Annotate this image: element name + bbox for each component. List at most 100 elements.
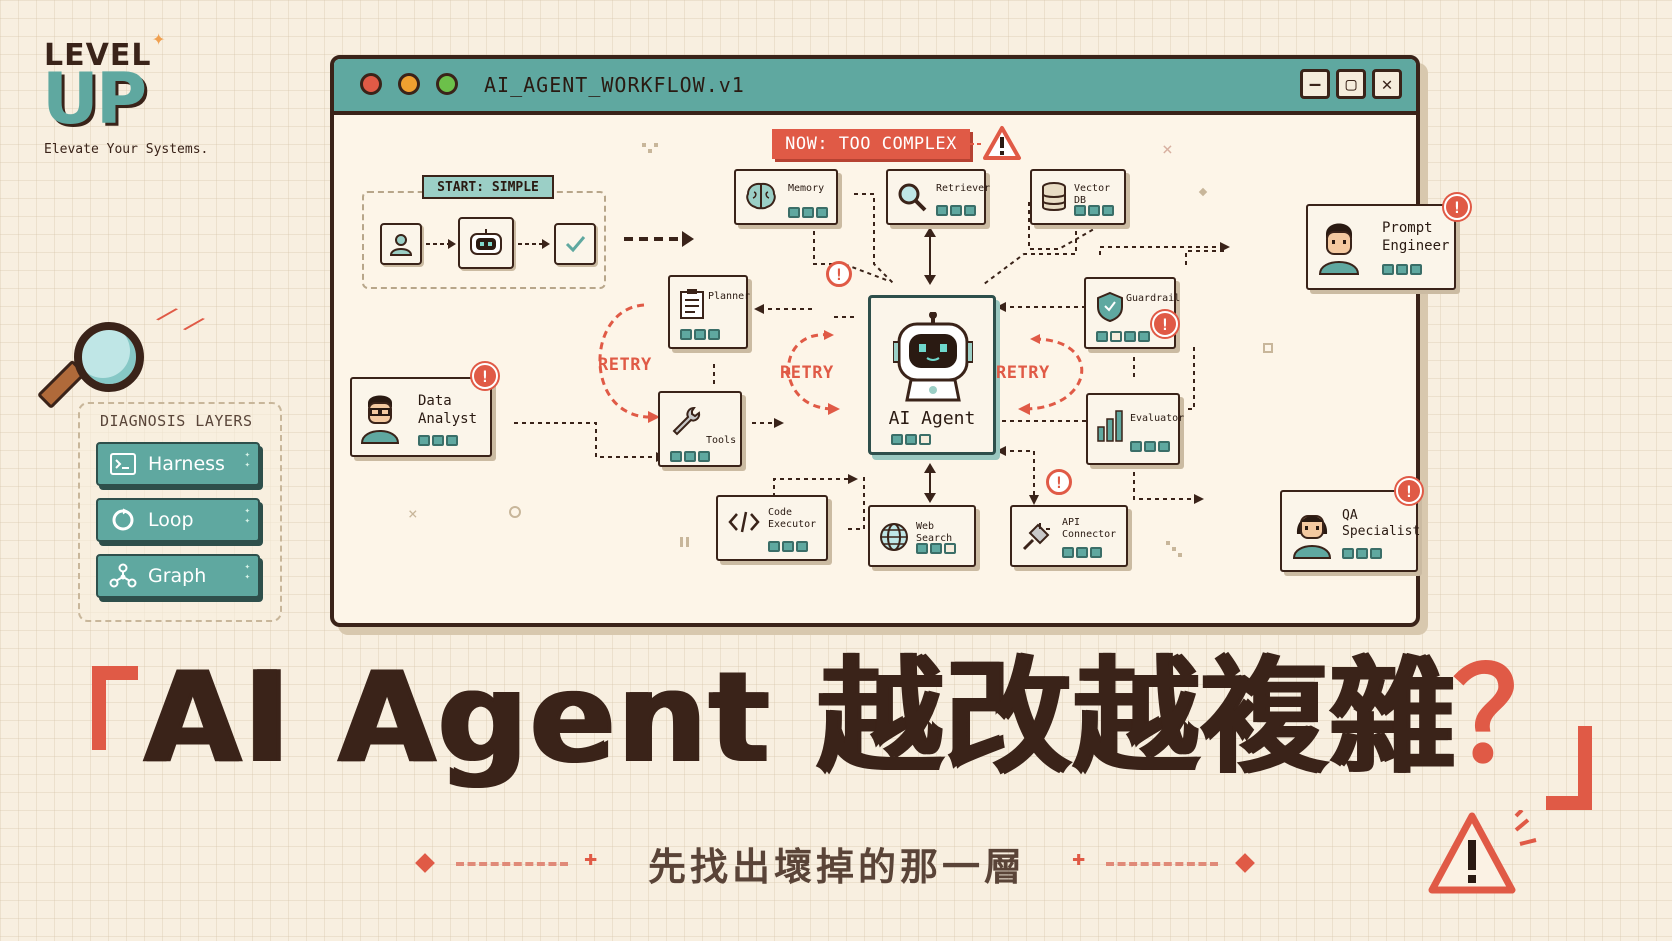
status-pips bbox=[680, 329, 720, 340]
bar-chart-icon bbox=[1096, 407, 1126, 447]
brain-icon bbox=[744, 181, 778, 215]
layer-button-loop[interactable]: Loop ✦✦ bbox=[96, 498, 260, 542]
terminal-icon bbox=[108, 450, 138, 478]
status-pips bbox=[788, 207, 828, 218]
diamond-icon bbox=[415, 853, 435, 873]
layer-label: Graph bbox=[148, 565, 207, 587]
node-label: Tools bbox=[706, 435, 737, 446]
svg-text:×: × bbox=[408, 504, 418, 523]
person-avatar-icon bbox=[360, 389, 400, 449]
search-icon bbox=[896, 181, 928, 217]
node-label-line1: API bbox=[1062, 517, 1081, 528]
layer-label: Harness bbox=[148, 453, 225, 475]
person-prompt-engineer[interactable]: Prompt Engineer bbox=[1306, 204, 1456, 290]
node-label-line2: Connector bbox=[1062, 529, 1117, 540]
person-label-line1: Prompt bbox=[1382, 220, 1433, 236]
sparkle-icon: ✦✦ bbox=[244, 562, 250, 582]
status-pips bbox=[1096, 331, 1150, 342]
checklist-icon bbox=[680, 289, 704, 323]
maximize-button[interactable]: ▢ bbox=[1336, 69, 1366, 99]
shield-icon bbox=[1096, 291, 1124, 327]
node-evaluator[interactable]: Evaluator bbox=[1086, 393, 1184, 465]
robot-icon bbox=[892, 311, 974, 406]
headline-question-mark: ？ bbox=[1452, 640, 1583, 792]
node-web-search[interactable]: Web Search bbox=[868, 505, 976, 567]
code-icon bbox=[728, 511, 760, 537]
user-icon bbox=[380, 223, 422, 265]
sparkle-icon: ✦✦ bbox=[244, 450, 250, 470]
node-label-line1: Code bbox=[768, 507, 793, 518]
person-avatar-icon bbox=[1318, 218, 1360, 280]
layer-button-harness[interactable]: Harness ✦✦ bbox=[96, 442, 260, 486]
retry-label: RETRY bbox=[598, 355, 652, 375]
status-pips bbox=[916, 543, 956, 554]
status-pips bbox=[1342, 548, 1382, 559]
sparkle-icon: ✚ bbox=[584, 846, 598, 871]
alert-badge: ! bbox=[1046, 469, 1072, 495]
diamond-icon bbox=[1235, 853, 1255, 873]
node-label: Planner bbox=[708, 291, 751, 302]
bracket-open-icon bbox=[92, 666, 138, 750]
status-pips bbox=[1062, 547, 1102, 558]
node-tools[interactable]: Tools bbox=[658, 391, 742, 467]
warning-icon bbox=[1424, 808, 1540, 904]
status-pips bbox=[936, 205, 976, 216]
graph-icon bbox=[108, 562, 138, 590]
sparkle-icon: ✦✦ bbox=[244, 506, 250, 526]
status-pips bbox=[891, 434, 931, 445]
node-vector-db[interactable]: Vector DB bbox=[1030, 169, 1126, 225]
node-code-executor[interactable]: Code Executor bbox=[716, 495, 828, 561]
node-label: Retriever bbox=[936, 183, 991, 194]
loop-icon bbox=[108, 506, 138, 534]
status-pips bbox=[1074, 205, 1114, 216]
bracket-close-icon bbox=[1546, 726, 1592, 810]
logo-level-text: LEVEL bbox=[44, 38, 152, 73]
close-button[interactable]: ✕ bbox=[1372, 69, 1402, 99]
dash-divider bbox=[456, 862, 568, 866]
diagnosis-title: DIAGNOSIS LAYERS bbox=[100, 412, 253, 430]
alert-badge: ! bbox=[826, 261, 852, 287]
plug-icon bbox=[1020, 521, 1052, 557]
agent-label: AI Agent bbox=[888, 408, 976, 429]
node-label: Memory bbox=[788, 183, 825, 194]
window-close-dot[interactable] bbox=[360, 73, 382, 95]
person-data-analyst[interactable]: Data Analyst bbox=[350, 377, 492, 457]
retry-label: RETRY bbox=[996, 363, 1050, 383]
node-retriever[interactable]: Retriever bbox=[886, 169, 990, 225]
retry-label: RETRY bbox=[780, 363, 834, 383]
warning-icon bbox=[982, 125, 1022, 165]
alert-badge: ! bbox=[1396, 478, 1422, 504]
layer-button-graph[interactable]: Graph ✦✦ bbox=[96, 554, 260, 598]
headline-subtitle: 先找出壞掉的那一層 bbox=[648, 845, 1027, 889]
sparkle-icon: ✚ bbox=[1072, 846, 1086, 871]
node-planner[interactable]: Planner bbox=[668, 275, 751, 349]
magnifier-icon bbox=[74, 322, 144, 392]
alert-rays-icon: ⟋ ⟋ bbox=[155, 301, 205, 340]
node-ai-agent[interactable]: AI Agent bbox=[868, 295, 996, 455]
now-too-complex-label: NOW: TOO COMPLEX bbox=[772, 129, 970, 159]
window-zoom-dot[interactable] bbox=[436, 73, 458, 95]
node-label-line2: Executor bbox=[768, 519, 817, 530]
node-memory[interactable]: Memory bbox=[734, 169, 838, 225]
person-label-line2: Analyst bbox=[418, 411, 478, 427]
workflow-window: AI_AGENT_WORKFLOW.v1 – ▢ ✕ bbox=[330, 55, 1420, 627]
node-label: Web Search bbox=[916, 521, 953, 544]
globe-icon bbox=[878, 521, 910, 557]
node-api-connector[interactable]: API Connector bbox=[1010, 505, 1128, 567]
alert-badge: ! bbox=[1152, 311, 1178, 337]
minimize-button[interactable]: – bbox=[1300, 69, 1330, 99]
alert-badge: ! bbox=[472, 363, 498, 389]
status-pips bbox=[768, 541, 808, 552]
person-label-line2: Engineer bbox=[1382, 238, 1450, 254]
person-avatar-icon bbox=[1292, 504, 1332, 564]
alert-badge: ! bbox=[1444, 194, 1470, 220]
person-qa-specialist[interactable]: QA Specialist bbox=[1280, 490, 1421, 572]
node-label: Guardrail bbox=[1126, 293, 1181, 304]
database-icon bbox=[1040, 181, 1068, 217]
start-simple-label: START: SIMPLE bbox=[422, 175, 554, 199]
window-title: AI_AGENT_WORKFLOW.v1 bbox=[484, 73, 745, 97]
headline-title: AI Agent 越改越複雜 bbox=[142, 644, 1456, 791]
window-titlebar: AI_AGENT_WORKFLOW.v1 – ▢ ✕ bbox=[334, 59, 1416, 115]
person-label-line2: Specialist bbox=[1342, 524, 1421, 539]
window-minimize-dot[interactable] bbox=[398, 73, 420, 95]
